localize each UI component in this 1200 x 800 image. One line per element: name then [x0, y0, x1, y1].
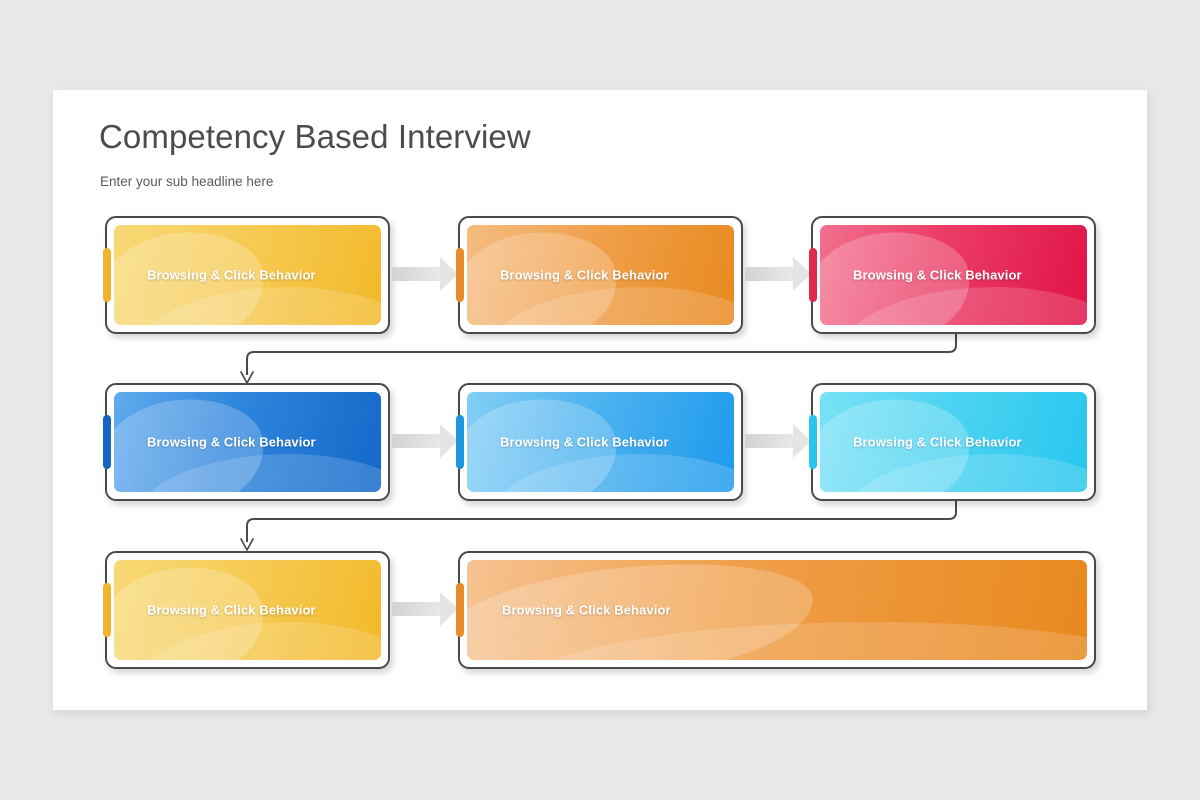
- node-1-panel: [114, 225, 381, 325]
- elbow-row1-row2-icon: [240, 334, 957, 384]
- node-1-accent-bar: [103, 247, 111, 303]
- page-title: Competency Based Interview: [99, 118, 531, 155]
- process-node-2[interactable]: Browsing & Click Behavior: [456, 216, 743, 334]
- arrow-shaft: [392, 267, 441, 281]
- node-6-panel: [820, 392, 1087, 492]
- arrow-node4-node5-icon: [392, 424, 458, 458]
- arrow-head: [440, 592, 458, 626]
- node-8-label: Browsing & Click Behavior: [502, 602, 671, 618]
- process-node-1[interactable]: Browsing & Click Behavior: [103, 216, 390, 334]
- node-3-accent-bar: [809, 247, 817, 303]
- arrow-shaft: [392, 602, 441, 616]
- node-1-label: Browsing & Click Behavior: [147, 267, 316, 283]
- arrow-shaft: [745, 267, 794, 281]
- process-node-5[interactable]: Browsing & Click Behavior: [456, 383, 743, 501]
- node-4-panel: [114, 392, 381, 492]
- slide-canvas: Competency Based Interview Enter your su…: [53, 90, 1147, 710]
- process-node-8[interactable]: Browsing & Click Behavior: [456, 551, 1096, 669]
- node-8-accent-bar: [456, 582, 464, 638]
- arrow-node7-node8-icon: [392, 592, 458, 626]
- node-8-panel: [467, 560, 1087, 660]
- arrow-head: [793, 424, 811, 458]
- elbow-row2-row3-icon: [240, 501, 957, 551]
- node-6-label: Browsing & Click Behavior: [853, 434, 1022, 450]
- node-3-panel: [820, 225, 1087, 325]
- node-6-accent-bar: [809, 414, 817, 470]
- arrow-node5-node6-icon: [745, 424, 811, 458]
- node-7-label: Browsing & Click Behavior: [147, 602, 316, 618]
- arrow-shaft: [745, 434, 794, 448]
- arrow-node1-node2-icon: [392, 257, 458, 291]
- process-node-7[interactable]: Browsing & Click Behavior: [103, 551, 390, 669]
- node-5-panel: [467, 392, 734, 492]
- node-5-label: Browsing & Click Behavior: [500, 434, 669, 450]
- process-node-4[interactable]: Browsing & Click Behavior: [103, 383, 390, 501]
- node-3-label: Browsing & Click Behavior: [853, 267, 1022, 283]
- node-4-label: Browsing & Click Behavior: [147, 434, 316, 450]
- node-2-panel: [467, 225, 734, 325]
- arrow-shaft: [392, 434, 441, 448]
- process-node-3[interactable]: Browsing & Click Behavior: [809, 216, 1096, 334]
- page-subtitle: Enter your sub headline here: [100, 174, 274, 189]
- node-2-label: Browsing & Click Behavior: [500, 267, 669, 283]
- arrow-head: [440, 424, 458, 458]
- node-4-accent-bar: [103, 414, 111, 470]
- arrow-head: [793, 257, 811, 291]
- node-5-accent-bar: [456, 414, 464, 470]
- node-7-panel: [114, 560, 381, 660]
- node-2-accent-bar: [456, 247, 464, 303]
- node-7-accent-bar: [103, 582, 111, 638]
- arrow-head: [440, 257, 458, 291]
- arrow-node2-node3-icon: [745, 257, 811, 291]
- process-node-6[interactable]: Browsing & Click Behavior: [809, 383, 1096, 501]
